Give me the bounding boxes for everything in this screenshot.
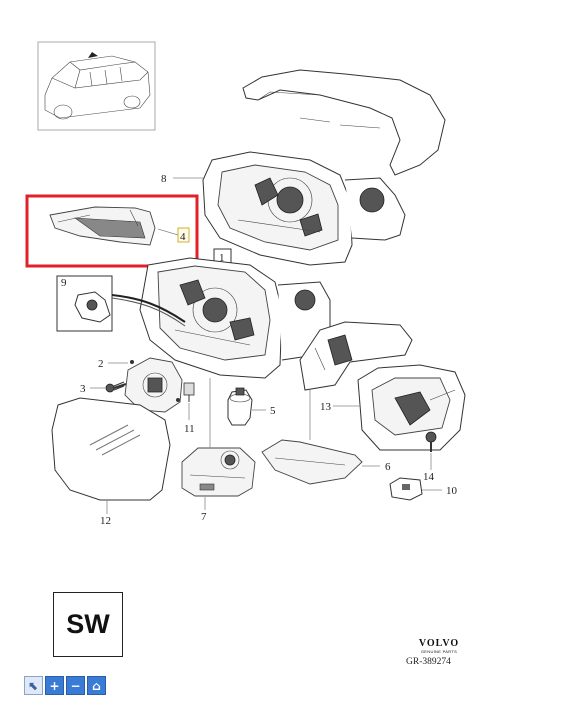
callout-10: 10 <box>446 485 458 497</box>
brand-name: VOLVO <box>418 638 460 649</box>
brand-logo: VOLVO GENUINE PARTS <box>404 638 474 654</box>
mirror-cover-part <box>242 69 446 176</box>
connector-10-part <box>389 477 423 501</box>
reference-code: GR-389274 <box>406 657 451 667</box>
mirror-glass-part <box>51 397 171 501</box>
base-cover-part <box>357 364 466 451</box>
callout-11: 11 <box>184 423 195 435</box>
brand-subtitle: GENUINE PARTS <box>420 649 458 654</box>
puddle-lamp-part <box>181 447 256 497</box>
callout-12: 12 <box>100 515 111 527</box>
zoom-out-icon[interactable]: − <box>66 676 85 695</box>
screw-part <box>105 381 127 393</box>
callout-3: 3 <box>80 383 86 395</box>
callout-1: 1 <box>219 252 225 264</box>
screw-14-part <box>425 431 437 452</box>
bottom-cover-part <box>261 439 363 485</box>
clip-part <box>183 382 195 402</box>
callout-13: 13 <box>320 401 332 413</box>
leader-lines <box>90 177 442 514</box>
wire-connector-part <box>56 275 186 332</box>
callout-4: 4 <box>180 231 186 243</box>
callout-2: 2 <box>98 358 104 370</box>
callout-9: 9 <box>61 277 67 289</box>
turn-signal-part <box>49 206 156 246</box>
mirror-housing-upper <box>202 151 406 266</box>
sw-badge-text: SW <box>66 609 110 639</box>
callout-6: 6 <box>385 461 391 473</box>
callout-8: 8 <box>161 173 167 185</box>
pointer-icon[interactable]: ⬉ <box>24 676 43 695</box>
callout-5: 5 <box>270 405 276 417</box>
actuator-part <box>124 357 183 413</box>
viewer-toolbar: ⬉ + − ⌂ <box>24 676 106 695</box>
callout-7: 7 <box>201 511 207 523</box>
sw-badge: SW <box>53 592 123 657</box>
zoom-in-icon[interactable]: + <box>45 676 64 695</box>
vehicle-thumbnail <box>37 41 156 131</box>
motor-cup-part <box>227 387 253 426</box>
highlight-box <box>25 194 199 268</box>
mirror-base-part <box>299 321 413 391</box>
callout-14: 14 <box>423 471 435 483</box>
home-icon[interactable]: ⌂ <box>87 676 106 695</box>
